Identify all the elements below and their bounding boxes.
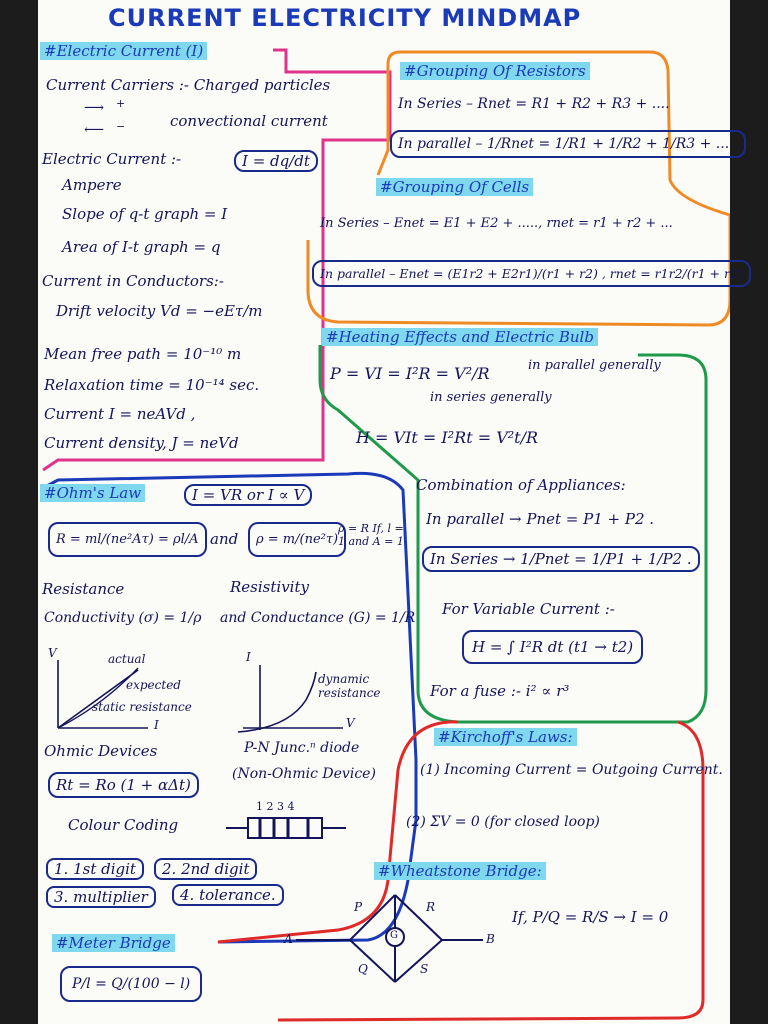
wheatstone-label-a: A	[284, 932, 293, 946]
graph1-expected-label: expected	[126, 678, 181, 692]
graph2-i-label: I	[246, 650, 251, 664]
graph1-expected-line	[57, 669, 139, 729]
graph1-static-label: static resistance	[92, 700, 192, 714]
unit-ampere-text: Ampere	[62, 176, 122, 194]
current-definition-formula: I = dq/dt	[234, 150, 318, 172]
ohms-law-formula: I = VR or I ∝ V	[184, 484, 313, 506]
series-generally-note: in series generally	[430, 390, 552, 405]
kirchoff-law-1: (1) Incoming Current = Outgoing Current.	[420, 762, 723, 778]
conductance-formula: and Conductance (G) = 1/R	[220, 610, 416, 626]
grouping-resistors-heading: #Grouping Of Resistors	[400, 62, 590, 80]
graph2-diode-curve	[237, 671, 317, 733]
resistance-label: Resistance	[42, 580, 125, 598]
current-in-conductors-text: Current in Conductors:-	[42, 272, 224, 290]
band-second-digit: 2. 2nd digit	[154, 858, 258, 880]
wheatstone-label-p: P	[354, 900, 363, 914]
graph1-actual-curve	[57, 667, 139, 729]
right-arrow-icon: ⟶	[84, 100, 105, 116]
resistivity-label: Resistivity	[230, 578, 309, 596]
colour-coding-label: Colour Coding	[68, 816, 179, 834]
wheatstone-label-b: B	[486, 932, 495, 946]
band-first-digit: 1. 1st digit	[46, 858, 144, 880]
variable-current-integral: H = ∫ I²R dt (t1 → t2)	[462, 630, 644, 664]
orange-connector-top	[386, 50, 730, 217]
wheatstone-label-r: R	[426, 900, 436, 914]
blue-connector	[42, 471, 418, 944]
grouping-cells-heading: #Grouping Of Cells	[376, 178, 534, 196]
heat-formula-text: H = VIt = I²Rt = V²t/R	[356, 428, 539, 447]
left-arrow-icon: ⟵	[84, 122, 105, 138]
ohmic-devices-label: Ohmic Devices	[44, 742, 158, 760]
ohms-law-heading: #Ohm's Law	[40, 484, 146, 502]
band-numbers: 1 2 3 4	[256, 800, 295, 813]
galvanometer-label: G	[390, 930, 398, 941]
wheatstone-condition: If, P/Q = R/S → I = 0	[512, 908, 669, 926]
wheatstone-label-s: S	[420, 962, 429, 976]
red-connector-left	[217, 720, 459, 944]
wheatstone-bridge-diagram	[296, 894, 483, 983]
current-carriers-text: Current Carriers :- Charged particles	[46, 76, 331, 94]
resistors-parallel-text: In parallel – 1/Rnet = 1/R1 + 1/R2 + 1/R…	[390, 130, 747, 158]
conductivity-formula: Conductivity (σ) = 1/ρ	[44, 610, 202, 626]
band-multiplier: 3. multiplier	[46, 886, 156, 908]
appliances-series-text: In Series → 1/Pnet = 1/P1 + 1/P2 .	[422, 546, 700, 572]
power-formula-text: P = VI = I²R = V²/R	[330, 364, 490, 383]
area-text: Area of I-t graph = q	[62, 238, 221, 256]
convectional-current-text: convectional current	[170, 112, 328, 130]
appliances-parallel-text: In parallel → Pnet = P1 + P2 .	[426, 510, 655, 528]
notes-sheet: CURRENT ELECTRICITY MINDMAP #Electric Cu…	[38, 0, 751, 1024]
and-text-1: and	[210, 530, 239, 548]
combination-appliances-text: Combination of Appliances:	[416, 476, 626, 494]
graph1-v-label: V	[48, 646, 57, 660]
drift-velocity-text: Drift velocity Vd = −eEτ/m	[56, 302, 263, 320]
connector-lines	[42, 48, 730, 1022]
kirchoff-heading: #Kirchoff's Laws:	[434, 728, 577, 746]
electric-current-heading: #Electric Current (I)	[40, 42, 208, 60]
resistor-drawing	[226, 817, 346, 839]
page-title: CURRENT ELECTRICITY MINDMAP	[108, 4, 582, 32]
plus-charge-icon: +	[116, 97, 126, 110]
graph2-dynamic-label: dynamic resistance	[318, 672, 381, 700]
orange-connector-bottom	[306, 215, 730, 327]
orange-connector-left	[376, 64, 390, 176]
resistance-formula-box: R = ml/(ne²Aτ) = ρl/A	[48, 522, 207, 557]
resistivity-condition-note: ρ = R If, l = 1 and A = 1	[338, 522, 404, 548]
temperature-resistance-formula: Rt = Ro (1 + αΔt)	[48, 772, 199, 798]
resistors-series-text: In Series – Rnet = R1 + R2 + R3 + ....	[398, 96, 670, 112]
resistivity-formula-box: ρ = m/(ne²τ)	[248, 522, 347, 557]
kirchoff-law-2: (2) ΣV = 0 (for closed loop)	[406, 814, 600, 830]
relaxation-time-text: Relaxation time = 10⁻¹⁴ sec.	[44, 376, 260, 394]
minus-charge-icon: −	[116, 120, 126, 133]
band-tolerance: 4. tolerance.	[172, 884, 284, 906]
cells-parallel-text: In parallel – Enet = (E1r2 + E2r1)/(r1 +…	[312, 260, 751, 287]
graph1-i-label: I	[154, 718, 159, 732]
heating-effects-heading: #Heating Effects and Electric Bulb	[322, 328, 598, 346]
cells-series-text: In Series – Enet = E1 + E2 + ....., rnet…	[320, 216, 673, 231]
mean-free-path-text: Mean free path = 10⁻¹⁰ m	[44, 345, 242, 363]
current-formula-text: Current I = neAVd ,	[44, 405, 196, 423]
graph2-v-label: V	[346, 716, 355, 730]
fuse-relation-text: For a fuse :- i² ∝ r³	[430, 682, 570, 700]
pn-junction-label: P-N Junc.ⁿ diode	[244, 740, 360, 756]
wheatstone-label-q: Q	[358, 962, 368, 976]
slope-text: Slope of q-t graph = I	[62, 205, 228, 223]
non-ohmic-label: (Non-Ohmic Device)	[232, 766, 376, 782]
parallel-generally-note: in parallel generally	[528, 358, 661, 373]
electric-current-definition-label: Electric Current :-	[42, 150, 182, 168]
meter-bridge-heading: #Meter Bridge	[52, 934, 175, 952]
graph1-actual-label: actual	[108, 652, 146, 666]
current-density-text: Current density, J = neVd	[44, 434, 239, 452]
wheatstone-heading: #Wheatstone Bridge:	[374, 862, 546, 880]
red-connector-right	[277, 720, 705, 1022]
variable-current-text: For Variable Current :-	[442, 600, 615, 618]
meter-bridge-formula: P/l = Q/(100 − l)	[60, 966, 203, 1002]
